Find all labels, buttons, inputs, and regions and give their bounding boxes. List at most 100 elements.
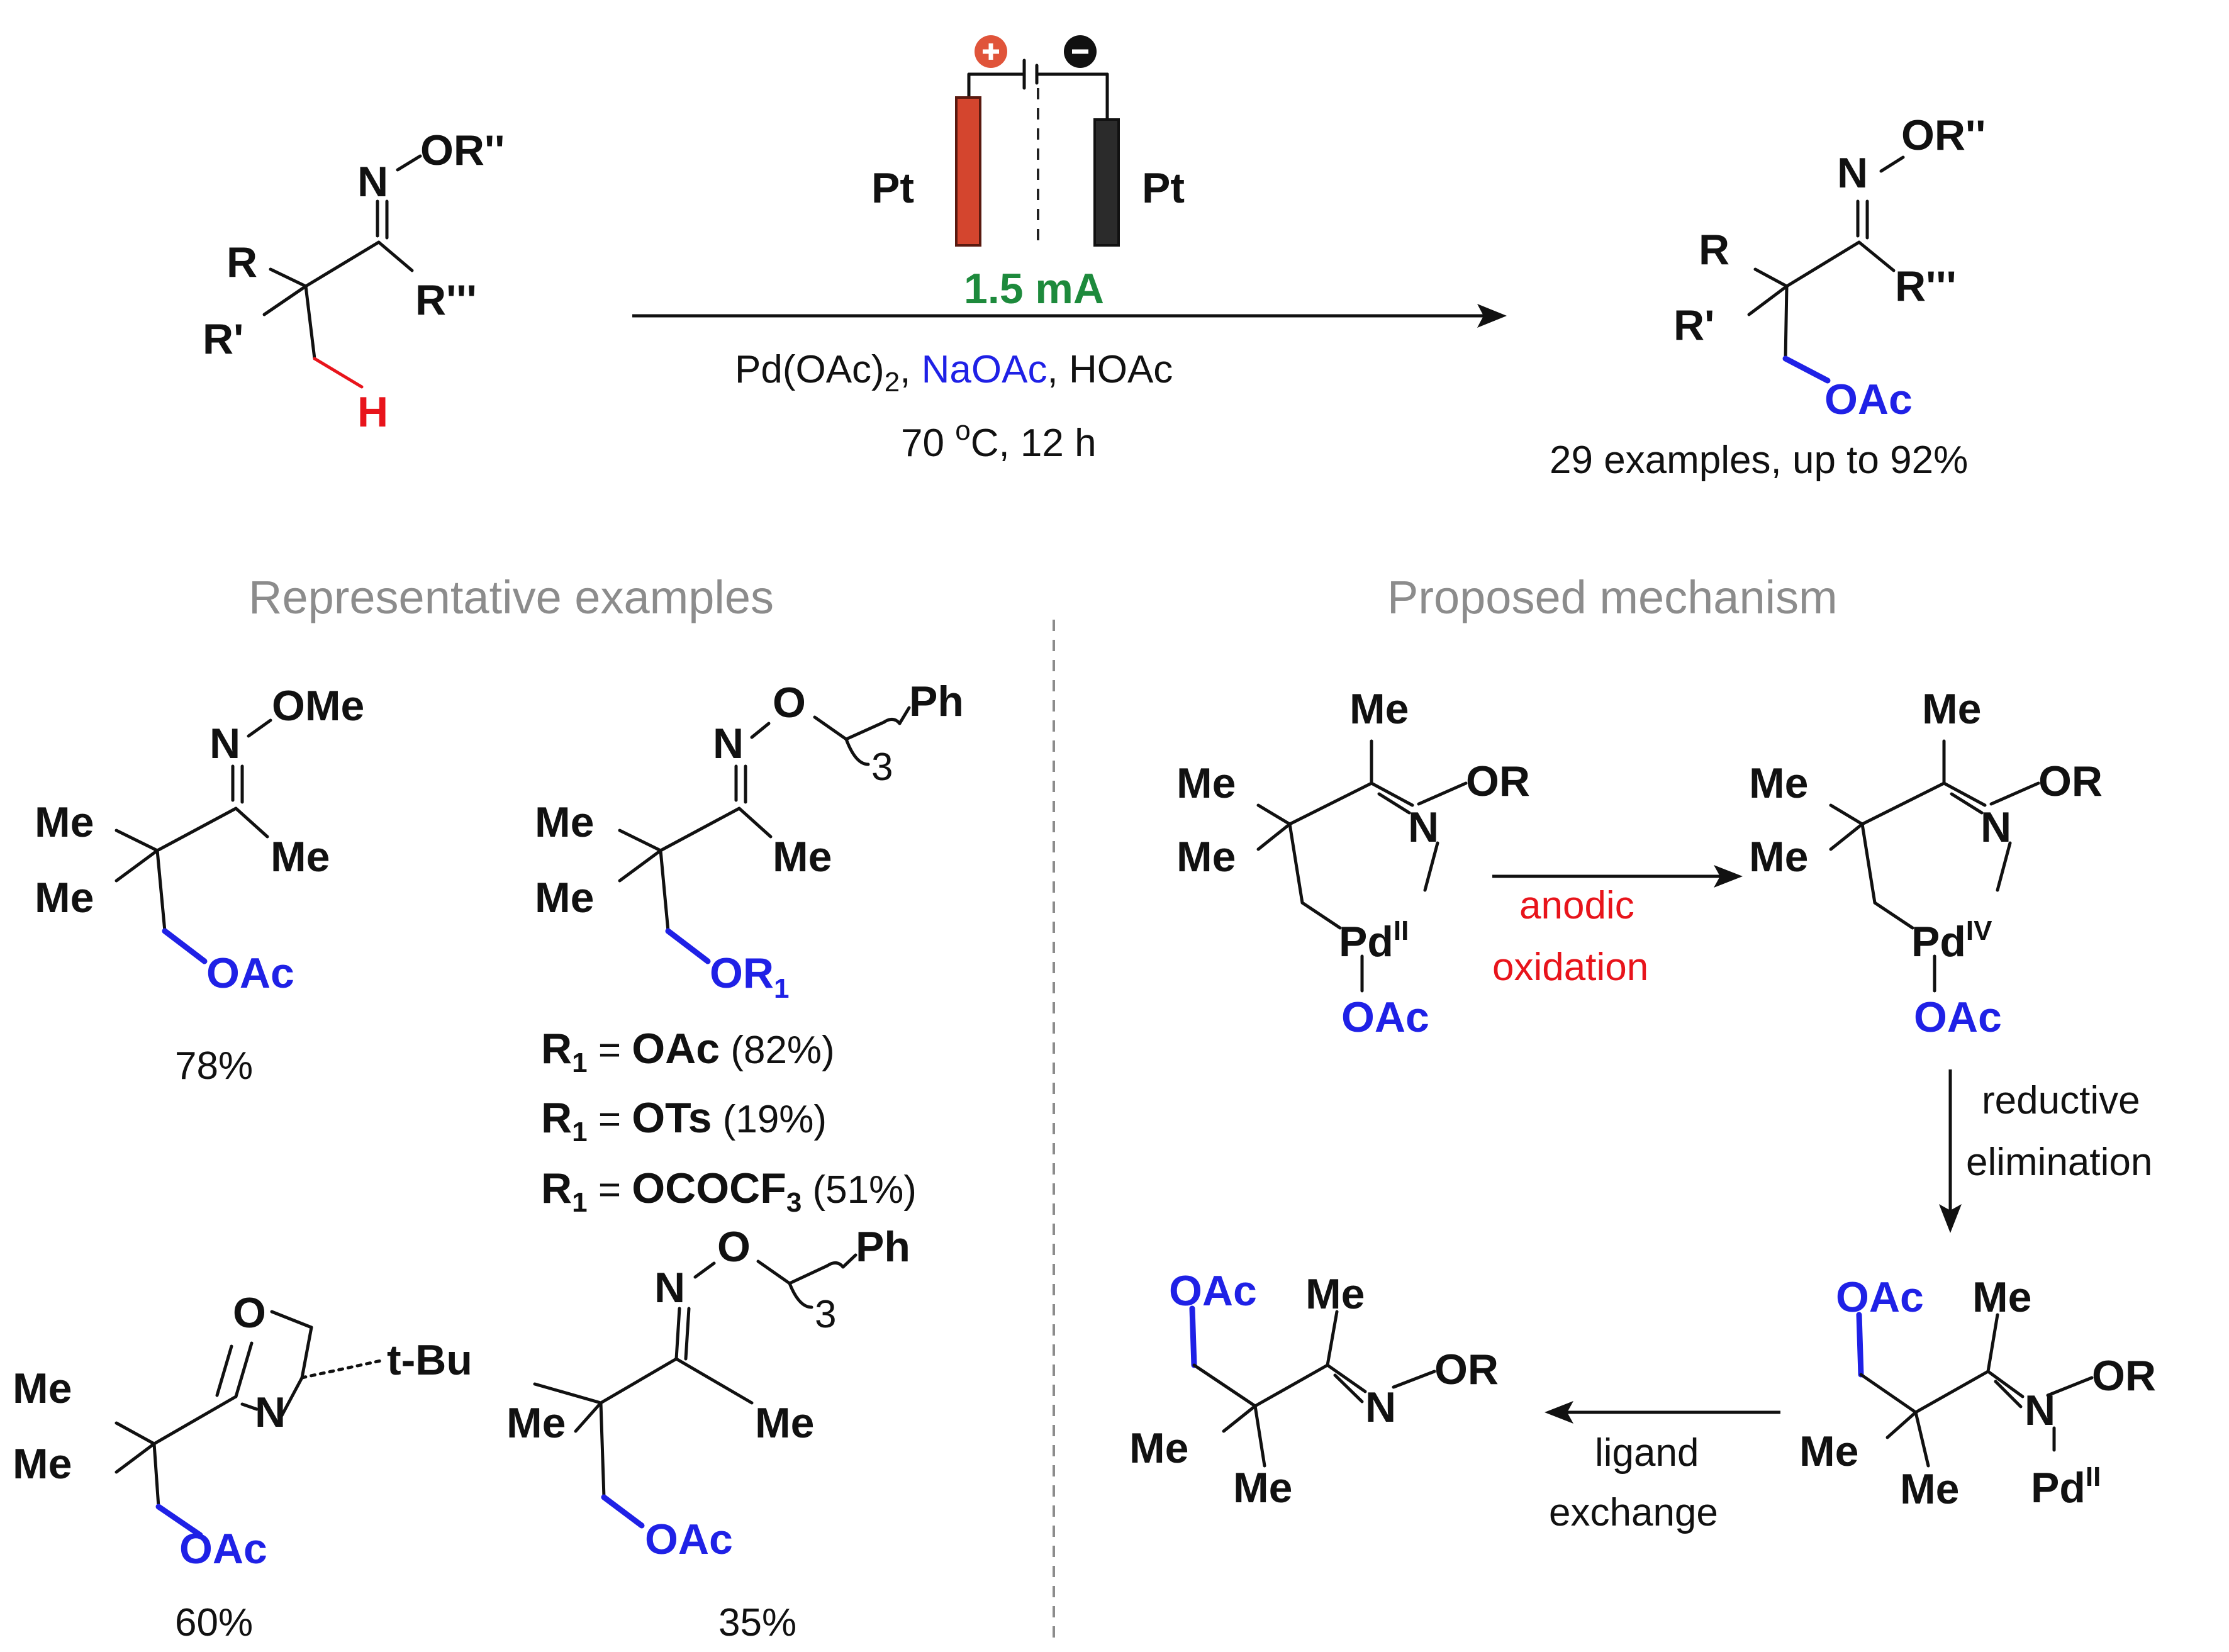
anode-label: Pt	[871, 164, 914, 212]
base-reagent: NaOAc	[922, 348, 1047, 391]
ex1-n-label: N	[209, 720, 240, 767]
ex2-chain-count: 3	[871, 745, 893, 789]
product-n-label: N	[1837, 149, 1868, 197]
ex4-yield: 35%	[718, 1601, 796, 1644]
degree-sign: o	[955, 415, 970, 446]
ex2-variant-1: R1 = OAc (82%)	[541, 1025, 835, 1078]
cathode-label: Pt	[1142, 164, 1185, 212]
reductive-elimination-arrow	[1939, 1069, 1962, 1233]
ex2-variant-3: R1 = OCOCF3 (51%)	[541, 1164, 917, 1218]
pd2-oac: OAc	[1341, 993, 1429, 1041]
fp-me1: Me	[1129, 1424, 1188, 1472]
step3-line1: ligand	[1595, 1431, 1699, 1475]
ex3-oac-label: OAc	[179, 1525, 267, 1573]
ex2-me3-label: Me	[773, 833, 832, 881]
pd4-me1: Me	[1749, 759, 1808, 807]
ex4-ph-label: Ph	[856, 1223, 910, 1271]
step3-line2: exchange	[1549, 1491, 1718, 1534]
example-4-structure: N O Ph 3 Me Me OAc	[506, 1223, 910, 1563]
pd4-n: N	[1980, 803, 2011, 851]
pd4-me-top: Me	[1922, 685, 1981, 733]
ex2-o-label: O	[773, 679, 806, 727]
pdp-me1: Me	[1799, 1427, 1858, 1475]
pd-catalyst: Pd(OAc)	[735, 348, 885, 391]
ex3-tbu-label: t-Bu	[387, 1336, 472, 1384]
h-atom-label: H	[357, 388, 388, 436]
examples-heading: Representative examples	[249, 571, 774, 623]
pdp-or: OR	[2092, 1352, 2156, 1400]
product-structure: N OR'' R R' R''' OAc	[1673, 111, 1986, 423]
r1-label: R'	[203, 315, 243, 363]
ex1-ome-label: OMe	[272, 682, 364, 730]
ex1-yield: 78%	[175, 1044, 253, 1088]
ligand-exchange-arrow	[1545, 1401, 1780, 1424]
pd2-me1: Me	[1176, 759, 1236, 807]
ex3-me2-label: Me	[13, 1440, 72, 1488]
ex2-me2-label: Me	[535, 874, 594, 922]
ex4-oac-label: OAc	[645, 1515, 733, 1563]
pdp-me-top: Me	[1972, 1273, 2031, 1321]
example-2-structure: N O Ph 3 Me Me Me OR1	[535, 678, 964, 1004]
pd2-me2: Me	[1176, 833, 1236, 881]
pd2-pd: PdII	[1339, 915, 1409, 966]
ex2-or1-label: OR1	[710, 949, 789, 1004]
temperature: 70	[901, 421, 955, 465]
or2-label: OR''	[420, 126, 505, 174]
reagent-sep2: , HOAc	[1047, 348, 1173, 391]
fp-n: N	[1365, 1383, 1396, 1431]
fp-me2: Me	[1233, 1464, 1292, 1512]
product-or2-label: OR''	[1901, 111, 1986, 159]
ex3-n-label: N	[255, 1388, 286, 1436]
pd2-n: N	[1408, 803, 1439, 851]
anode-electrode	[955, 96, 981, 247]
current-label: 1.5 mA	[964, 265, 1104, 313]
ex4-n-label: N	[654, 1264, 685, 1312]
example-3-structure: O N t-Bu Me Me OAc	[13, 1289, 472, 1573]
reactant-structure: N OR'' R R' R''' H	[203, 126, 505, 436]
free-product: OAc Me Me Me N OR	[1129, 1267, 1499, 1512]
r3-label: R'''	[415, 276, 477, 324]
reagent-line: Pd(OAc)2, NaOAc, HOAc	[735, 348, 1173, 398]
pd2-palladacycle: Me Me Me N OR PdII OAc	[1176, 685, 1530, 1041]
ex2-variant-list: R1 = OAc (82%) R1 = OTs (19%) R1 = OCOCF…	[541, 1025, 917, 1218]
cathode-electrode	[1093, 118, 1120, 247]
pd4-or: OR	[2038, 757, 2103, 805]
ex4-me2-label: Me	[755, 1399, 814, 1447]
conditions-line: 70 oC, 12 h	[901, 415, 1097, 465]
ex3-o-label: O	[233, 1289, 266, 1337]
fp-or: OR	[1434, 1346, 1499, 1393]
step2-line1: reductive	[1982, 1079, 2140, 1122]
ex1-me1-label: Me	[35, 798, 94, 846]
fp-oac: OAc	[1169, 1267, 1257, 1315]
product-r3-label: R'''	[1895, 262, 1957, 310]
pd4-oac: OAc	[1914, 993, 2002, 1041]
r-label: R	[226, 238, 257, 286]
pdp-me2: Me	[1900, 1465, 1959, 1513]
ex4-me1-label: Me	[506, 1399, 566, 1447]
step1-line1: anodic	[1519, 884, 1634, 927]
ex4-chain-count: 3	[815, 1293, 836, 1336]
reagent-sep1: ,	[900, 348, 921, 391]
pd2-me-top: Me	[1349, 685, 1409, 733]
ex1-oac-label: OAc	[206, 949, 294, 997]
conditions-rest: C, 12 h	[971, 421, 1097, 465]
step1-line2: oxidation	[1492, 946, 1648, 989]
pd4-me2: Me	[1749, 833, 1808, 881]
pd-catalyst-sub: 2	[885, 367, 900, 398]
ex3-me1-label: Me	[13, 1365, 72, 1412]
pdp-oac: OAc	[1836, 1273, 1924, 1321]
ex4-o-label: O	[717, 1223, 751, 1271]
step2-line2: elimination	[1966, 1141, 2152, 1184]
pd2-or: OR	[1466, 757, 1530, 805]
product-r-label: R	[1699, 226, 1729, 274]
ex1-me3-label: Me	[271, 833, 330, 881]
product-oac-label: OAc	[1824, 376, 1913, 423]
product-r1-label: R'	[1673, 301, 1714, 349]
ex1-me2-label: Me	[35, 874, 94, 922]
fp-me-top: Me	[1305, 1270, 1365, 1318]
electrochemical-cell-icon: Pt Pt 1.5 mA	[871, 35, 1185, 313]
pd4-pd: PdIV	[1911, 915, 1992, 966]
anodic-oxidation-arrow	[1492, 865, 1743, 888]
reaction-arrow	[632, 304, 1507, 328]
oxime-n-label: N	[357, 158, 388, 206]
